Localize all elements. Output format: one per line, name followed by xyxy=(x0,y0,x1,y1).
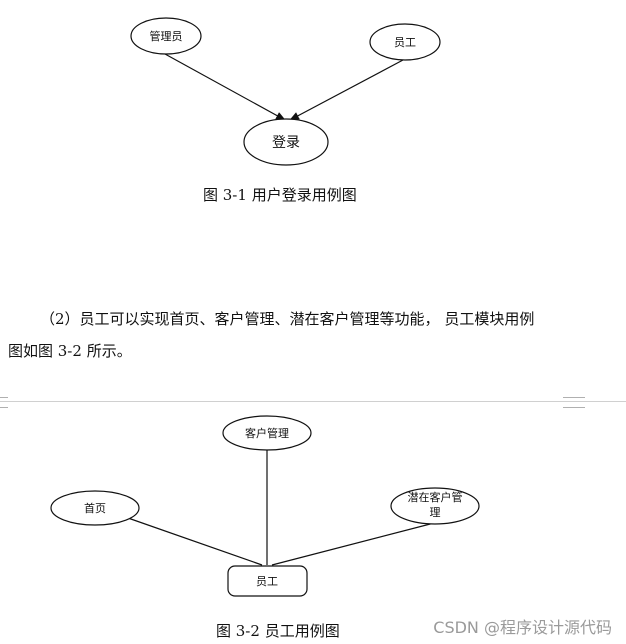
csdn-watermark: CSDN @程序设计源代码 xyxy=(433,618,612,637)
home-ellipse xyxy=(50,490,140,526)
paragraph-line-1: （2）员工可以实现首页、客户管理、潜在客户管理等功能， 员工模块用例 xyxy=(40,310,535,328)
page-break-line xyxy=(0,401,626,402)
figure-caption-3-1: 图 3-1 用户登录用例图 xyxy=(203,186,357,204)
employee-actor-box-label: 员工 xyxy=(256,575,278,588)
potential-customer-mgmt-label-line1: 潜在客户管 xyxy=(408,490,463,504)
login-usecase-ellipse xyxy=(243,118,329,166)
page-corner-mark-left xyxy=(0,397,8,408)
admin-actor-label: 管理员 xyxy=(150,29,183,43)
employee-actor-box xyxy=(227,565,308,597)
login-use-case-diagram: 管理员 员工 登录 xyxy=(130,17,441,166)
potential-customer-mgmt-label-line2: 理 xyxy=(430,506,441,519)
edge-home xyxy=(127,517,263,566)
edge-potential-customer-mgmt xyxy=(271,521,439,566)
paragraph-line-2: 图如图 3-2 所示。 xyxy=(8,342,132,360)
employee-use-case-diagram: 客户管理 首页 潜在客户管 理 员工 xyxy=(50,415,480,597)
page-corner-mark-right xyxy=(563,397,585,408)
customer-mgmt-ellipse xyxy=(222,415,312,451)
potential-customer-mgmt-ellipse xyxy=(390,487,480,525)
figure-caption-3-2: 图 3-2 员工用例图 xyxy=(216,622,340,640)
home-label: 首页 xyxy=(84,501,106,515)
admin-actor-ellipse xyxy=(130,17,202,55)
login-usecase-label: 登录 xyxy=(272,135,300,151)
edge-employee-to-login xyxy=(289,59,404,121)
employee-actor-ellipse xyxy=(369,23,441,61)
customer-mgmt-label: 客户管理 xyxy=(245,426,289,440)
employee-actor-label: 员工 xyxy=(394,36,416,49)
edge-admin-to-login xyxy=(164,53,286,121)
